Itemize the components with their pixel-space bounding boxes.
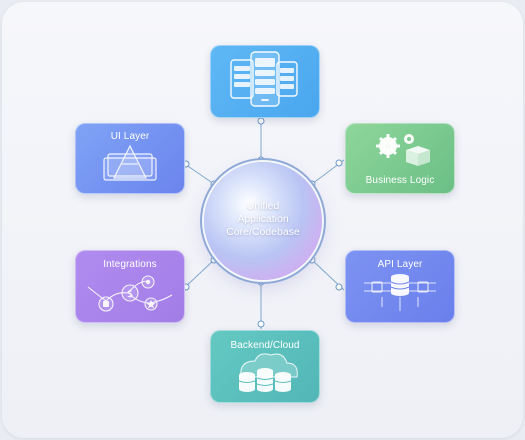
api-database-icon — [364, 274, 436, 311]
gears-box-icon — [376, 134, 430, 166]
mobile-devices-card — [210, 45, 320, 118]
ui-layer-card: UI Layer — [75, 123, 185, 194]
integrations-card: Integrations $ — [75, 250, 185, 323]
hub-label-line-3: Core/Codebase — [226, 226, 300, 238]
api-layer-title: API Layer — [377, 259, 423, 270]
unified-core-hub: Unified Application Core/Codebase — [204, 162, 322, 280]
cloud-database-icon — [238, 353, 298, 392]
api-layer-card: API Layer — [345, 250, 455, 323]
business-logic-card: Business Logic — [345, 123, 455, 194]
integrations-title: Integrations — [103, 259, 157, 270]
hub-label: Unified Application Core/Codebase — [204, 200, 322, 239]
business-logic-title: Business Logic — [365, 175, 435, 186]
hub-label-line-2: Application — [237, 213, 289, 225]
layers-triangle-icon — [103, 144, 157, 181]
integrations-network-icon: $ — [87, 275, 173, 312]
backend-cloud-card: Backend/Cloud — [210, 330, 320, 403]
backend-cloud-title: Backend/Cloud — [230, 340, 300, 351]
hub-label-line-1: Unified — [246, 200, 280, 212]
svg-text:$: $ — [127, 289, 133, 300]
ui-layer-title: UI Layer — [110, 131, 150, 142]
mobile-devices-icon — [230, 51, 298, 107]
